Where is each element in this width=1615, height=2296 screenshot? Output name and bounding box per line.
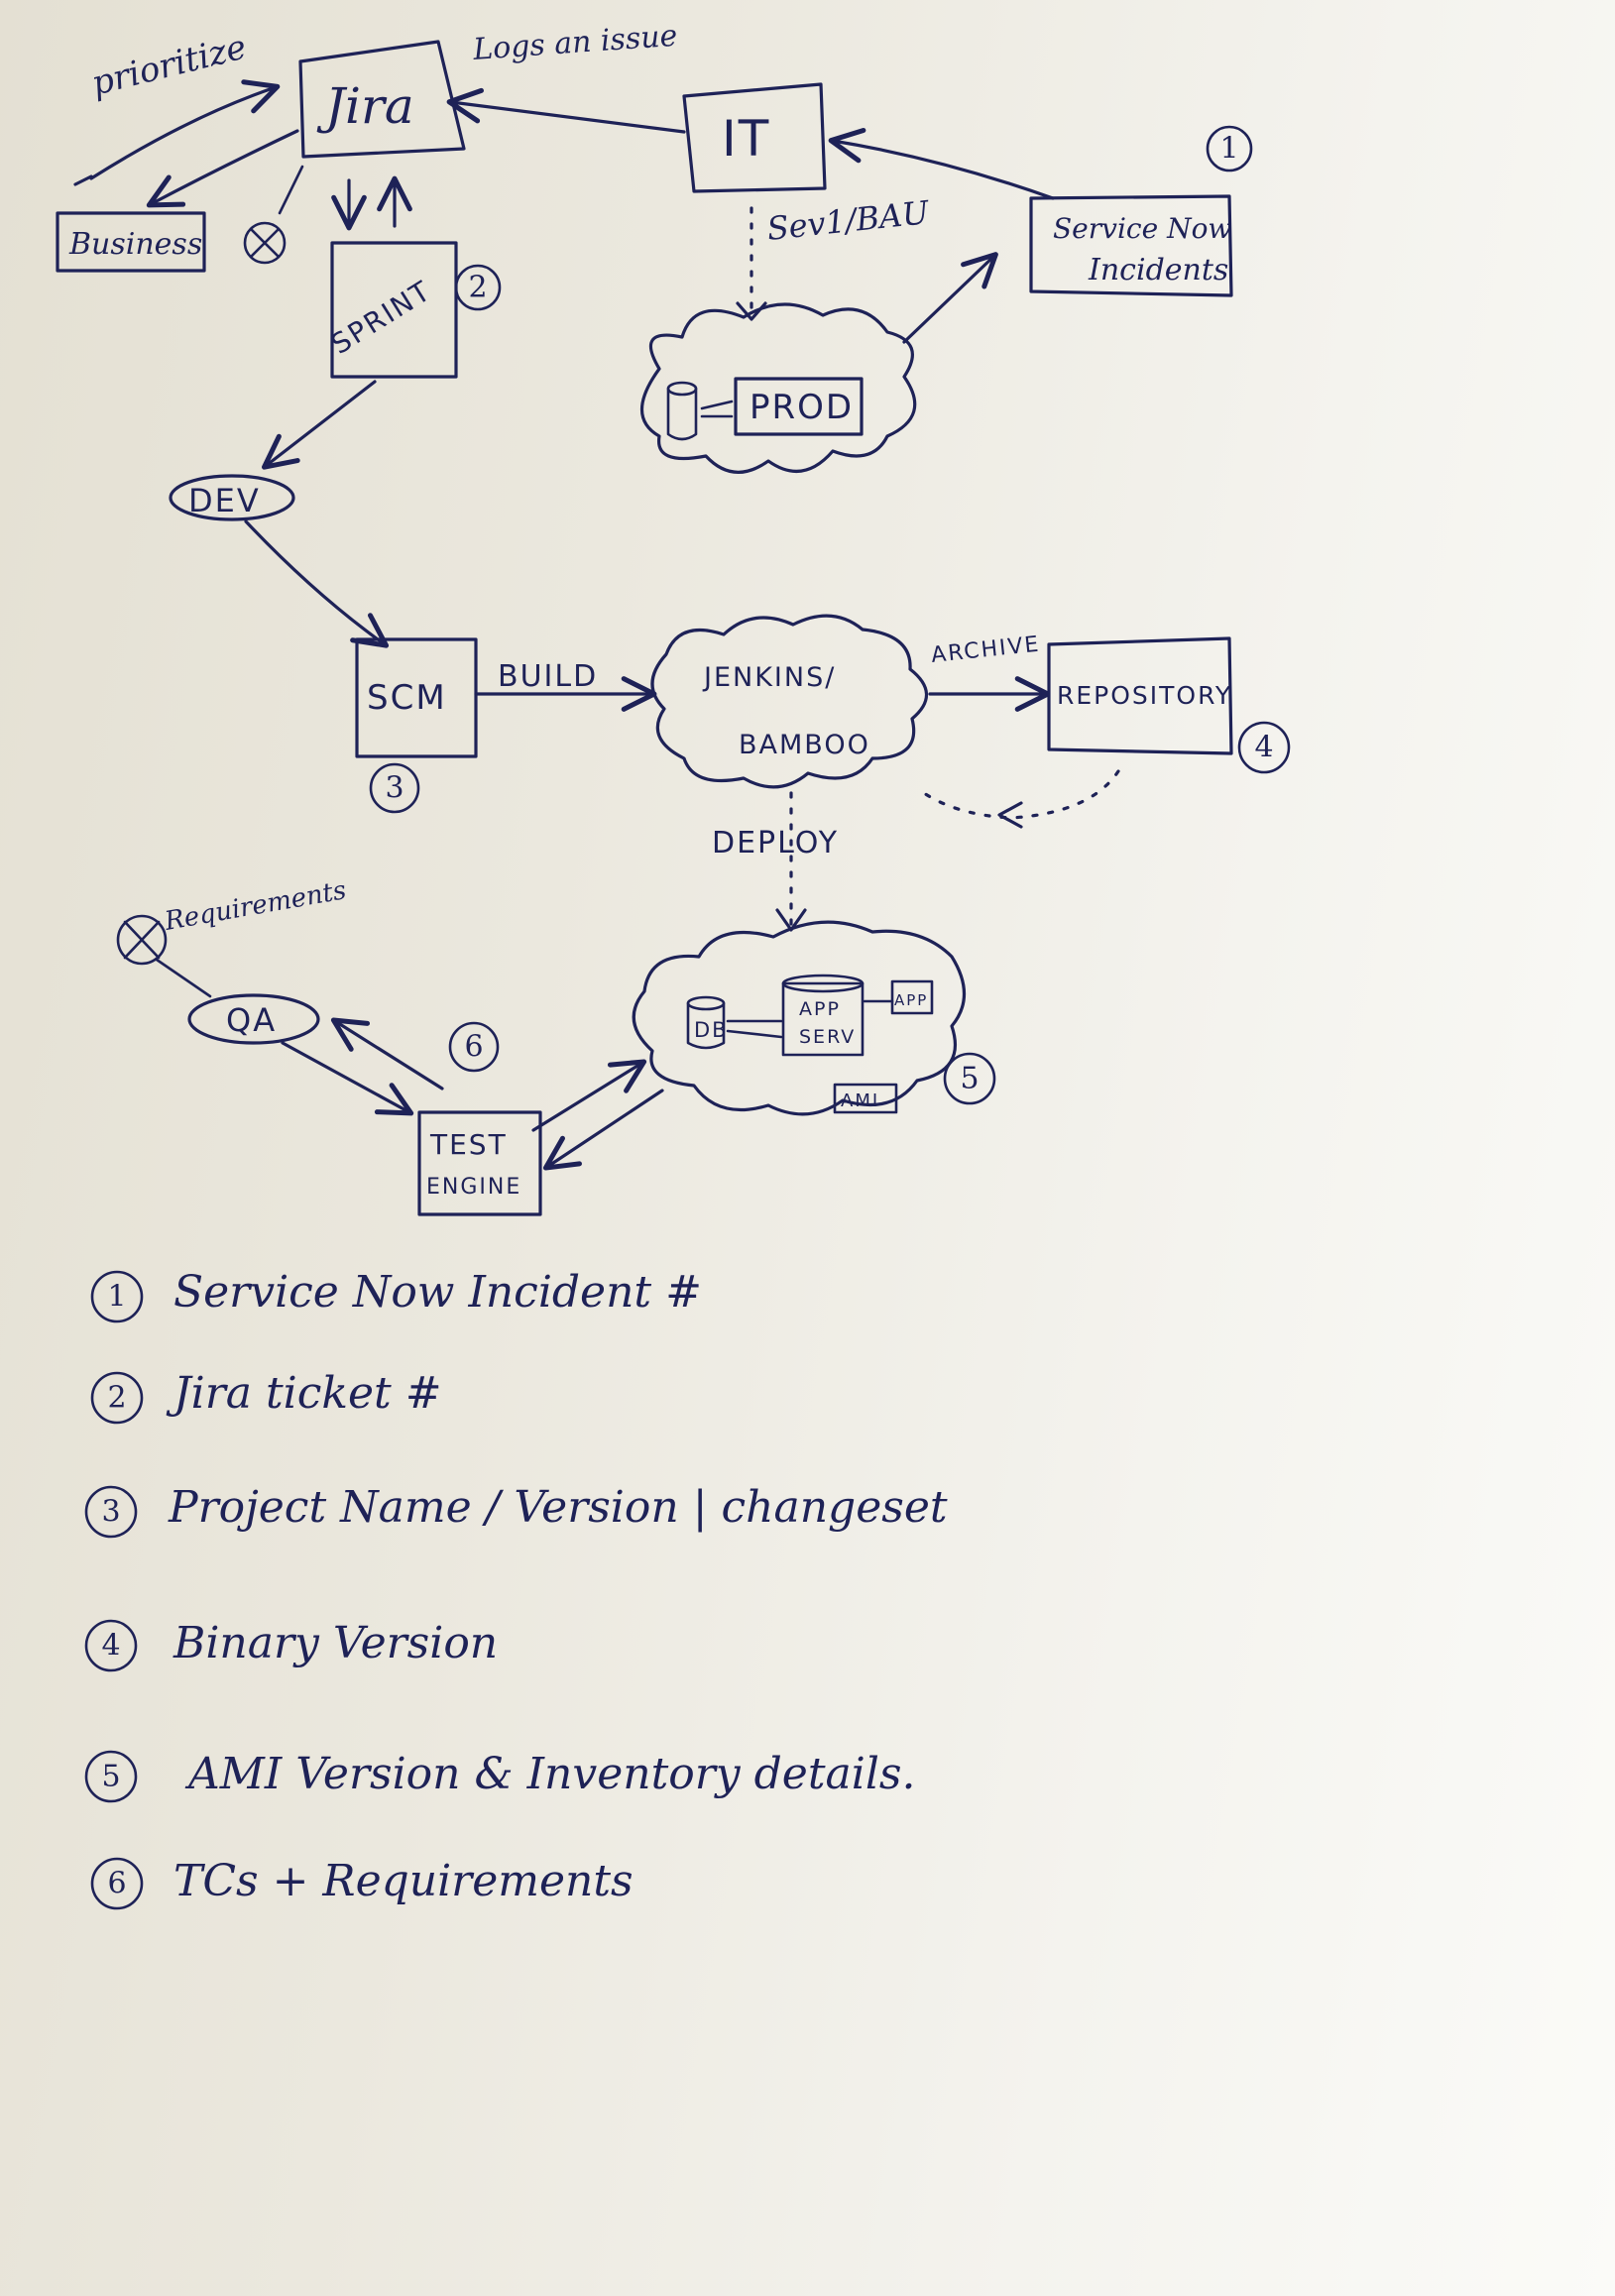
prod-database-icon <box>666 381 698 441</box>
app-server-node: APP SERV <box>781 974 865 1057</box>
svg-text:5: 5 <box>101 1760 120 1794</box>
svg-text:5: 5 <box>960 1062 979 1096</box>
dev-to-scm-arrow <box>244 519 390 648</box>
business-node: Business <box>56 211 206 273</box>
prod-link-line <box>700 400 734 418</box>
requirements-qa-line <box>155 958 212 998</box>
crossed-circle-icon <box>243 221 287 265</box>
scm-label: SCM <box>367 678 447 718</box>
qa-label: QA <box>226 1001 277 1039</box>
it-label: IT <box>722 110 770 168</box>
bamboo-label: BAMBOO <box>739 730 870 760</box>
build-label: BUILD <box>498 659 598 694</box>
legend-text-2: Jira ticket # <box>166 1368 442 1419</box>
requirements-crossed-icon <box>116 914 168 966</box>
dev-node: DEV <box>169 474 295 521</box>
repository-return-dashed-line <box>915 769 1120 820</box>
scm-node: SCM <box>355 637 478 758</box>
engine-label: ENGINE <box>426 1175 521 1200</box>
svg-text:2: 2 <box>468 271 487 305</box>
service-now-node: Service Now Incidents <box>1029 194 1233 297</box>
prioritize-label: prioritize <box>88 27 251 103</box>
marker-3: 3 <box>369 762 420 814</box>
qa-node: QA <box>187 993 320 1045</box>
app-serv-label-2: SERV <box>799 1026 856 1048</box>
ami-label: AMI <box>841 1091 879 1111</box>
dev-label: DEV <box>188 482 261 519</box>
repository-return-arrowhead <box>997 801 1023 829</box>
svg-text:1: 1 <box>1219 132 1238 167</box>
sprint-node: SPRINT <box>325 241 458 379</box>
app-label: APP <box>894 991 928 1009</box>
test-label: TEST <box>429 1128 508 1161</box>
deploy-cloud: DB APP SERV APP AMI <box>632 920 966 1116</box>
business-to-jira-arrow <box>89 79 281 180</box>
jira-x-line <box>278 165 304 215</box>
svg-text:6: 6 <box>107 1867 126 1901</box>
jira-node: Jira <box>298 40 466 159</box>
repository-label: REPOSITORY <box>1057 681 1232 710</box>
legend-item-6: 6 TCs + Requirements <box>90 1856 634 1910</box>
jira-label: Jira <box>316 77 414 135</box>
tick-mark <box>73 174 93 186</box>
app-serv-label-1: APP <box>799 998 841 1020</box>
legend-text-6: TCs + Requirements <box>173 1856 634 1906</box>
db-app-link <box>726 1019 783 1039</box>
legend-item-3: 3 Project Name / Version | changeset <box>84 1482 948 1539</box>
qa-to-test-engine-arrow <box>281 1041 414 1116</box>
business-label: Business <box>68 227 202 262</box>
servicenow-to-it-arrow <box>828 127 1055 200</box>
legend-item-5: 5 AMI Version & Inventory details. <box>84 1749 915 1803</box>
legend: 1 Service Now Incident # 2 Jira ticket #… <box>84 1267 948 1910</box>
svg-text:4: 4 <box>101 1629 120 1664</box>
prod-label: PROD <box>750 388 854 427</box>
legend-item-4: 4 Binary Version <box>84 1618 498 1672</box>
prod-cloud: PROD <box>639 302 917 474</box>
logs-issue-label: Logs an issue <box>471 19 678 67</box>
ami-node: AMI <box>833 1083 898 1114</box>
incidents-label: Incidents <box>1088 253 1228 287</box>
deploy-label: DEPLOY <box>712 826 839 861</box>
test-engine-to-qa-arrow <box>330 1017 444 1091</box>
svg-text:2: 2 <box>107 1381 126 1416</box>
service-now-label: Service Now <box>1053 212 1231 245</box>
marker-6: 6 <box>448 1021 500 1073</box>
test-engine-node: TEST ENGINE <box>417 1110 542 1216</box>
app-node: APP <box>890 979 934 1015</box>
legend-text-5: AMI Version & Inventory details. <box>184 1749 915 1799</box>
jira-to-business-arrow <box>146 129 299 208</box>
legend-item-2: 2 Jira ticket # <box>90 1368 442 1425</box>
marker-2: 2 <box>454 264 502 311</box>
svg-text:3: 3 <box>101 1495 120 1530</box>
it-node: IT <box>682 82 827 193</box>
sprint-to-dev-arrow <box>261 380 377 470</box>
marker-1: 1 <box>1206 125 1253 172</box>
archive-label: ARCHIVE <box>930 632 1042 668</box>
db-label: DB <box>694 1018 729 1042</box>
env-to-test-arrow <box>542 1089 664 1171</box>
repository-node: REPOSITORY <box>1047 636 1233 755</box>
test-to-env-arrow <box>531 1059 647 1132</box>
marker-4: 4 <box>1237 721 1291 774</box>
svg-text:1: 1 <box>107 1280 126 1315</box>
svg-text:3: 3 <box>385 771 404 806</box>
jenkins-bamboo-cloud: JENKINS/ BAMBOO <box>650 614 929 789</box>
legend-text-4: Binary Version <box>173 1618 498 1668</box>
jenkins-label: JENKINS/ <box>702 662 836 693</box>
sev-bau-label: Sev1/BAU <box>765 193 932 248</box>
it-to-jira-arrow <box>446 87 686 134</box>
sprint-label: SPRINT <box>325 274 437 361</box>
svg-text:4: 4 <box>1254 731 1273 765</box>
requirements-label: Requirements <box>162 875 348 937</box>
database-icon <box>686 995 726 1050</box>
legend-text-1: Service Now Incident # <box>173 1267 702 1318</box>
prod-to-servicenow-arrow <box>902 252 998 344</box>
legend-item-1: 1 Service Now Incident # <box>90 1267 702 1323</box>
marker-5: 5 <box>943 1052 996 1105</box>
svg-text:6: 6 <box>464 1030 483 1065</box>
legend-text-3: Project Name / Version | changeset <box>168 1482 948 1533</box>
